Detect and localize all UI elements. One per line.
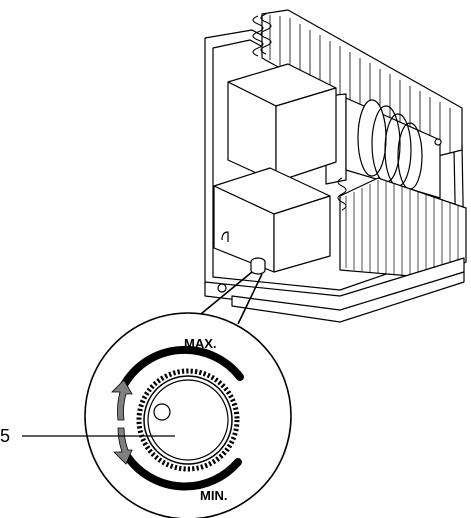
- max-arc: [120, 345, 244, 389]
- bottom-coil: [337, 177, 467, 279]
- zoom-line-right: [237, 273, 263, 325]
- min-label: MIN.: [200, 488, 227, 503]
- control-box-upper: [227, 63, 337, 183]
- callout-5: 5: [0, 426, 175, 446]
- max-label: MAX.: [184, 336, 217, 351]
- fan-coil-unit: [195, 9, 467, 325]
- callout-number: 5: [0, 426, 10, 446]
- zoom-line-left: [195, 271, 253, 319]
- thermostat-dial-detail: MAX. MIN.: [84, 312, 292, 518]
- drain-pan: [204, 257, 465, 323]
- control-box-lower: [213, 167, 331, 273]
- rotation-arrows: [111, 379, 133, 465]
- arrow-down-icon: [113, 427, 133, 465]
- arrow-up-icon: [111, 379, 133, 421]
- blower: [345, 97, 442, 199]
- knob-face: [147, 379, 229, 461]
- min-arc: [123, 452, 242, 491]
- unit-knob: [250, 257, 266, 275]
- knob-indicator: [153, 403, 171, 421]
